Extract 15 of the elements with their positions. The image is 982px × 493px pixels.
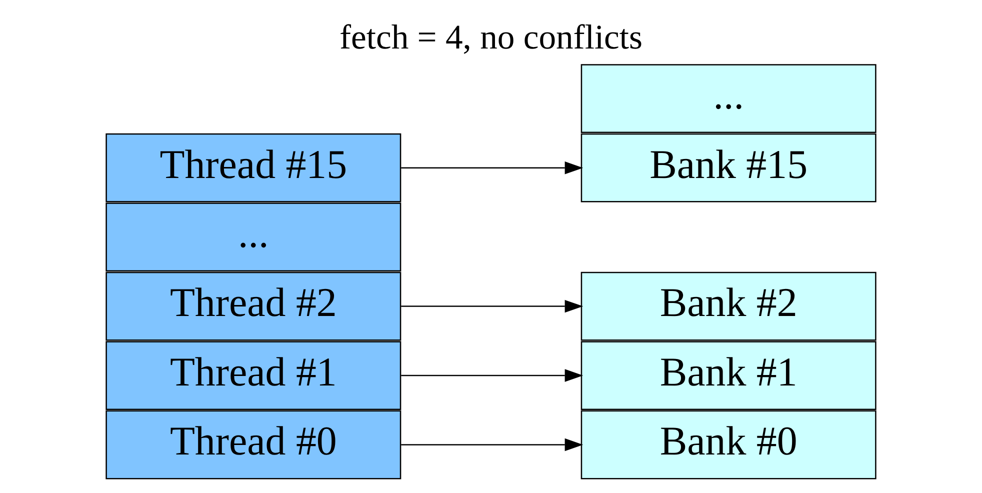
- arrow: [401, 369, 584, 382]
- diagram-title: fetch = 4, no conflicts: [339, 18, 643, 56]
- node-box: ...: [580, 64, 876, 134]
- node-box: Bank #0: [580, 410, 876, 480]
- node-box: Thread #15: [106, 133, 402, 202]
- node-box: Bank #15: [580, 133, 876, 202]
- node-box: Thread #0: [106, 410, 402, 480]
- node-box: Thread #2: [106, 272, 402, 341]
- arrow: [401, 300, 584, 313]
- node-box: Thread #1: [106, 341, 402, 410]
- arrow: [401, 161, 584, 174]
- node-box: ...: [106, 202, 402, 272]
- node-box: Bank #1: [580, 341, 876, 410]
- node-box: Bank #2: [580, 272, 876, 341]
- arrow: [401, 438, 584, 452]
